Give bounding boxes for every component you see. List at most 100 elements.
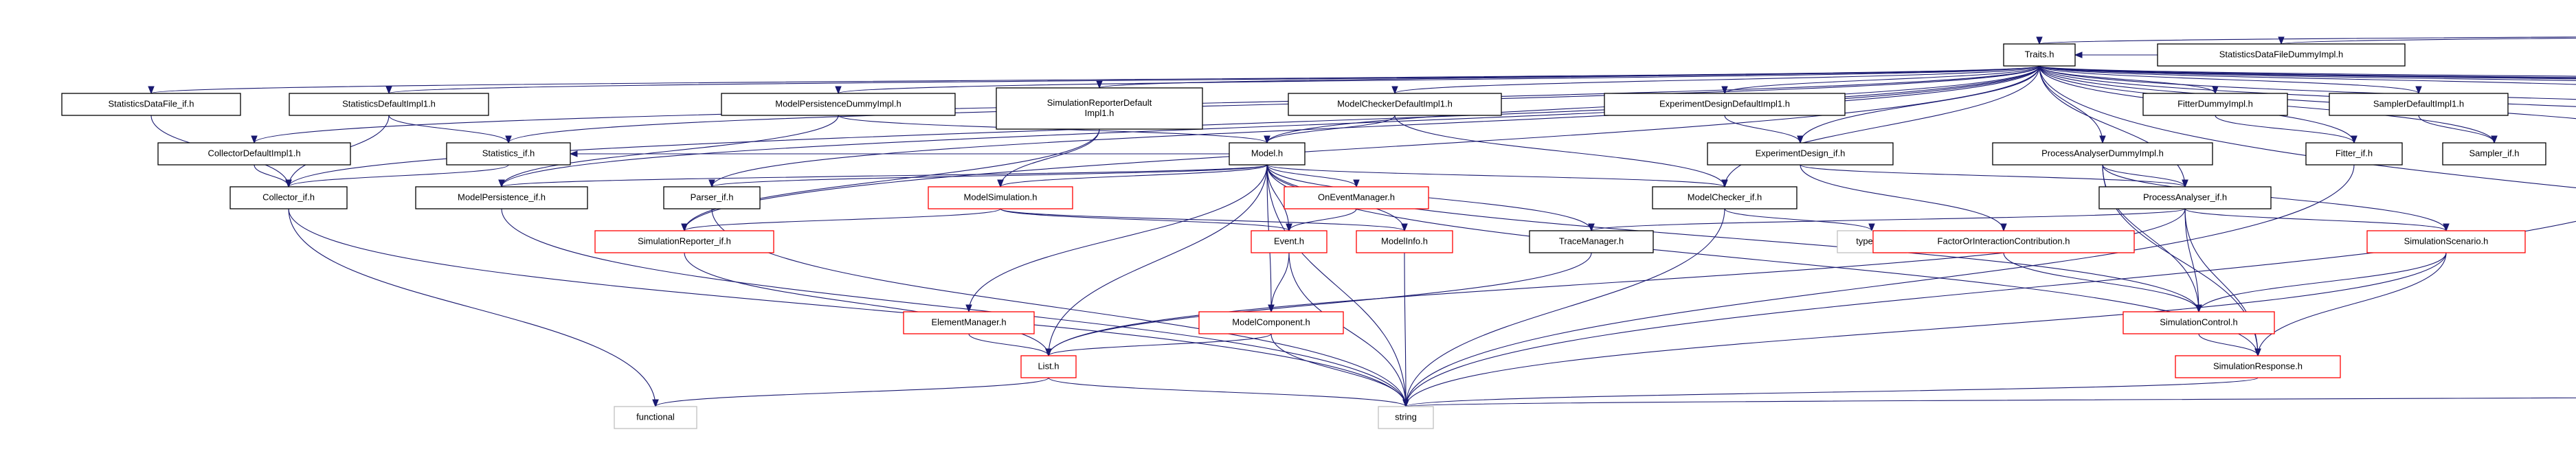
- node-label: Fitter_if.h: [2336, 148, 2373, 158]
- node-statistics-if-h[interactable]: Statistics_if.h: [446, 142, 571, 166]
- node-label: ModelComponent.h: [1232, 317, 1310, 327]
- node-label: ModelSimulation.h: [964, 192, 1038, 202]
- node-box: [229, 186, 348, 209]
- node-modelcomponent-h[interactable]: ModelComponent.h: [1198, 311, 1344, 334]
- node-simulationreporter-if-h[interactable]: SimulationReporter_if.h: [594, 230, 774, 253]
- edge-pa_if-to-tracem: [1591, 208, 2186, 231]
- node-event-h[interactable]: Event.h: [1251, 230, 1328, 253]
- edge-traits-to-pad: [2039, 65, 2103, 144]
- node-processanalyser-if-h[interactable]: ProcessAnalyser_if.h: [2098, 186, 2272, 209]
- edge-model-to-event: [1266, 164, 1290, 231]
- node-box: [2366, 230, 2526, 253]
- node-fitterdummyimpl-h[interactable]: FitterDummyImpl.h: [2142, 93, 2288, 116]
- arrowhead-traits-to-mcdi1: [1391, 86, 1398, 95]
- node-list-h[interactable]: List.h: [1020, 355, 1077, 378]
- edge-stat_if-to-coll_if: [288, 164, 509, 187]
- node-elementmanager-h[interactable]: ElementManager.h: [903, 311, 1035, 334]
- node-modelpersistencedummyimpl-h[interactable]: ModelPersistenceDummyImpl.h: [721, 93, 956, 116]
- node-label: ModelPersistence_if.h: [458, 192, 546, 202]
- node-sampler-if-h[interactable]: Sampler_if.h: [2442, 142, 2546, 166]
- node-statisticsdatafile-if-h[interactable]: StatisticsDataFile_if.h: [61, 93, 241, 116]
- node-string[interactable]: string: [1378, 406, 1434, 429]
- node-samplerdefaultimpl1-h[interactable]: SamplerDefaultImpl1.h: [2329, 93, 2509, 116]
- node-box: [1652, 186, 1797, 209]
- arrowhead-traits-to-sdi1: [385, 86, 392, 95]
- node-simulationscenario-h[interactable]: SimulationScenario.h: [2366, 230, 2526, 253]
- node-box: [61, 93, 241, 116]
- edge-model-to-tracem: [1266, 164, 1592, 231]
- arrowhead-cddi-to-string: [1402, 399, 1409, 408]
- node-box: [2157, 43, 2406, 67]
- edge-traits-to-integ_if: [2039, 65, 2576, 107]
- node-modelcheckerdefaultimpl1-h[interactable]: ModelCheckerDefaultImpl1.h: [1288, 93, 1502, 116]
- node-label: List.h: [1038, 361, 1059, 371]
- edge-simscen-to-string: [1405, 252, 2447, 407]
- node-collector-if-h[interactable]: Collector_if.h: [229, 186, 348, 209]
- edge-ed_if-to-pa_if: [1800, 164, 2186, 187]
- node-label: SamplerDefaultImpl1.h: [2373, 98, 2464, 109]
- arrowhead-model-to-oem: [1353, 179, 1360, 188]
- edge-traits-to-idi1: [2039, 65, 2576, 81]
- node-label: StatisticsDefaultImpl1.h: [342, 98, 436, 109]
- node-box: [2305, 142, 2403, 166]
- arrowhead-mc_if-to-typeinfo: [1868, 223, 1875, 232]
- node-modelinfo-h[interactable]: ModelInfo.h: [1356, 230, 1453, 253]
- edge-srdi1-to-modelsim: [1000, 128, 1100, 187]
- edge-traits-to-ed_if: [1800, 65, 2040, 144]
- node-experimentdesign-if-h[interactable]: ExperimentDesign_if.h: [1707, 142, 1894, 166]
- node-label: SimulationScenario.h: [2404, 236, 2489, 246]
- node-label: CollectorDefaultImpl1.h: [208, 148, 300, 158]
- arrowhead-traits-to-sdf_if: [148, 86, 155, 95]
- node-statisticsdefaultimpl1-h[interactable]: StatisticsDefaultImpl1.h: [289, 93, 489, 116]
- node-label: ModelChecker_if.h: [1688, 192, 1762, 202]
- node-label: ProcessAnalyserDummyImpl.h: [2041, 148, 2164, 158]
- edge-fitter_if-to-string: [1405, 164, 2355, 407]
- node-box: [1872, 230, 2135, 253]
- node-modelpersistence-if-h[interactable]: ModelPersistence_if.h: [415, 186, 588, 209]
- arrowhead-sdfdi_h-to-traits: [2074, 52, 2083, 58]
- node-experimentdesigndefaultimpl1-h[interactable]: ExperimentDesignDefaultImpl1.h: [1604, 93, 1846, 116]
- node-parser-if-h[interactable]: Parser_if.h: [663, 186, 761, 209]
- node-model-h[interactable]: Model.h: [1229, 142, 1306, 166]
- node-simulationcontrol-h[interactable]: SimulationControl.h: [2123, 311, 2275, 334]
- node-box: [2442, 142, 2546, 166]
- edge-pad-to-pa_if: [2102, 164, 2186, 187]
- arrowhead-traits-to-cdi1: [251, 135, 258, 144]
- arrowhead-simscen-to-simctrl: [2195, 304, 2202, 313]
- edge-model-to-oem: [1266, 164, 1357, 187]
- node-tracemanager-h[interactable]: TraceManager.h: [1529, 230, 1654, 253]
- node-label: StatisticsDataFileDummyImpl.h: [2219, 49, 2344, 59]
- node-modelsimulation-h[interactable]: ModelSimulation.h: [928, 186, 1073, 209]
- node-box: [1020, 355, 1077, 378]
- edge-simscen-to-simctrl: [2198, 252, 2447, 312]
- node-label: OnEventManager.h: [1318, 192, 1395, 202]
- edge-mpdi-to-mp_if: [501, 115, 839, 187]
- edge-traits-to-bsm: [2039, 65, 2576, 78]
- node-simulationresponse-h[interactable]: SimulationResponse.h: [2175, 355, 2341, 378]
- edge-ht_if-to-string: [1405, 220, 2576, 407]
- node-statisticsdatafiledummyimpl-h[interactable]: StatisticsDataFileDummyImpl.h: [2157, 43, 2406, 67]
- node-label: Model.h: [1251, 148, 1283, 158]
- node-traits-h[interactable]: Traits.h: [2003, 43, 2076, 67]
- edge-minfo-to-string: [1404, 252, 1407, 407]
- node-modelchecker-if-h[interactable]: ModelChecker_if.h: [1652, 186, 1797, 209]
- edge-traits-to-cddi: [2039, 65, 2576, 189]
- node-functional[interactable]: functional: [614, 406, 697, 429]
- edge-layer: [148, 36, 2576, 408]
- node-oneventmanager-h[interactable]: OnEventManager.h: [1284, 186, 1429, 209]
- node-box: [1284, 186, 1429, 209]
- edge-mcomp-to-string: [1270, 333, 1407, 407]
- node-fitter-if-h[interactable]: Fitter_if.h: [2305, 142, 2403, 166]
- node-box: [446, 142, 571, 166]
- node-label: StatisticsDataFile_if.h: [109, 98, 194, 109]
- node-processanalyserdummyimpl-h[interactable]: ProcessAnalyserDummyImpl.h: [1992, 142, 2213, 166]
- node-factororinteractioncontribution-h[interactable]: FactorOrInteractionContribution.h: [1872, 230, 2135, 253]
- node-box: [2329, 93, 2509, 116]
- edge-model-to-mp_if: [501, 164, 1268, 187]
- arrowhead-mcdi1-to-model: [1264, 135, 1270, 144]
- edge-mc_if-to-typeinfo: [1724, 208, 1872, 231]
- edge-mcdi1-to-model: [1266, 115, 1396, 144]
- node-collectordefaultimpl1-h[interactable]: CollectorDefaultImpl1.h: [157, 142, 351, 166]
